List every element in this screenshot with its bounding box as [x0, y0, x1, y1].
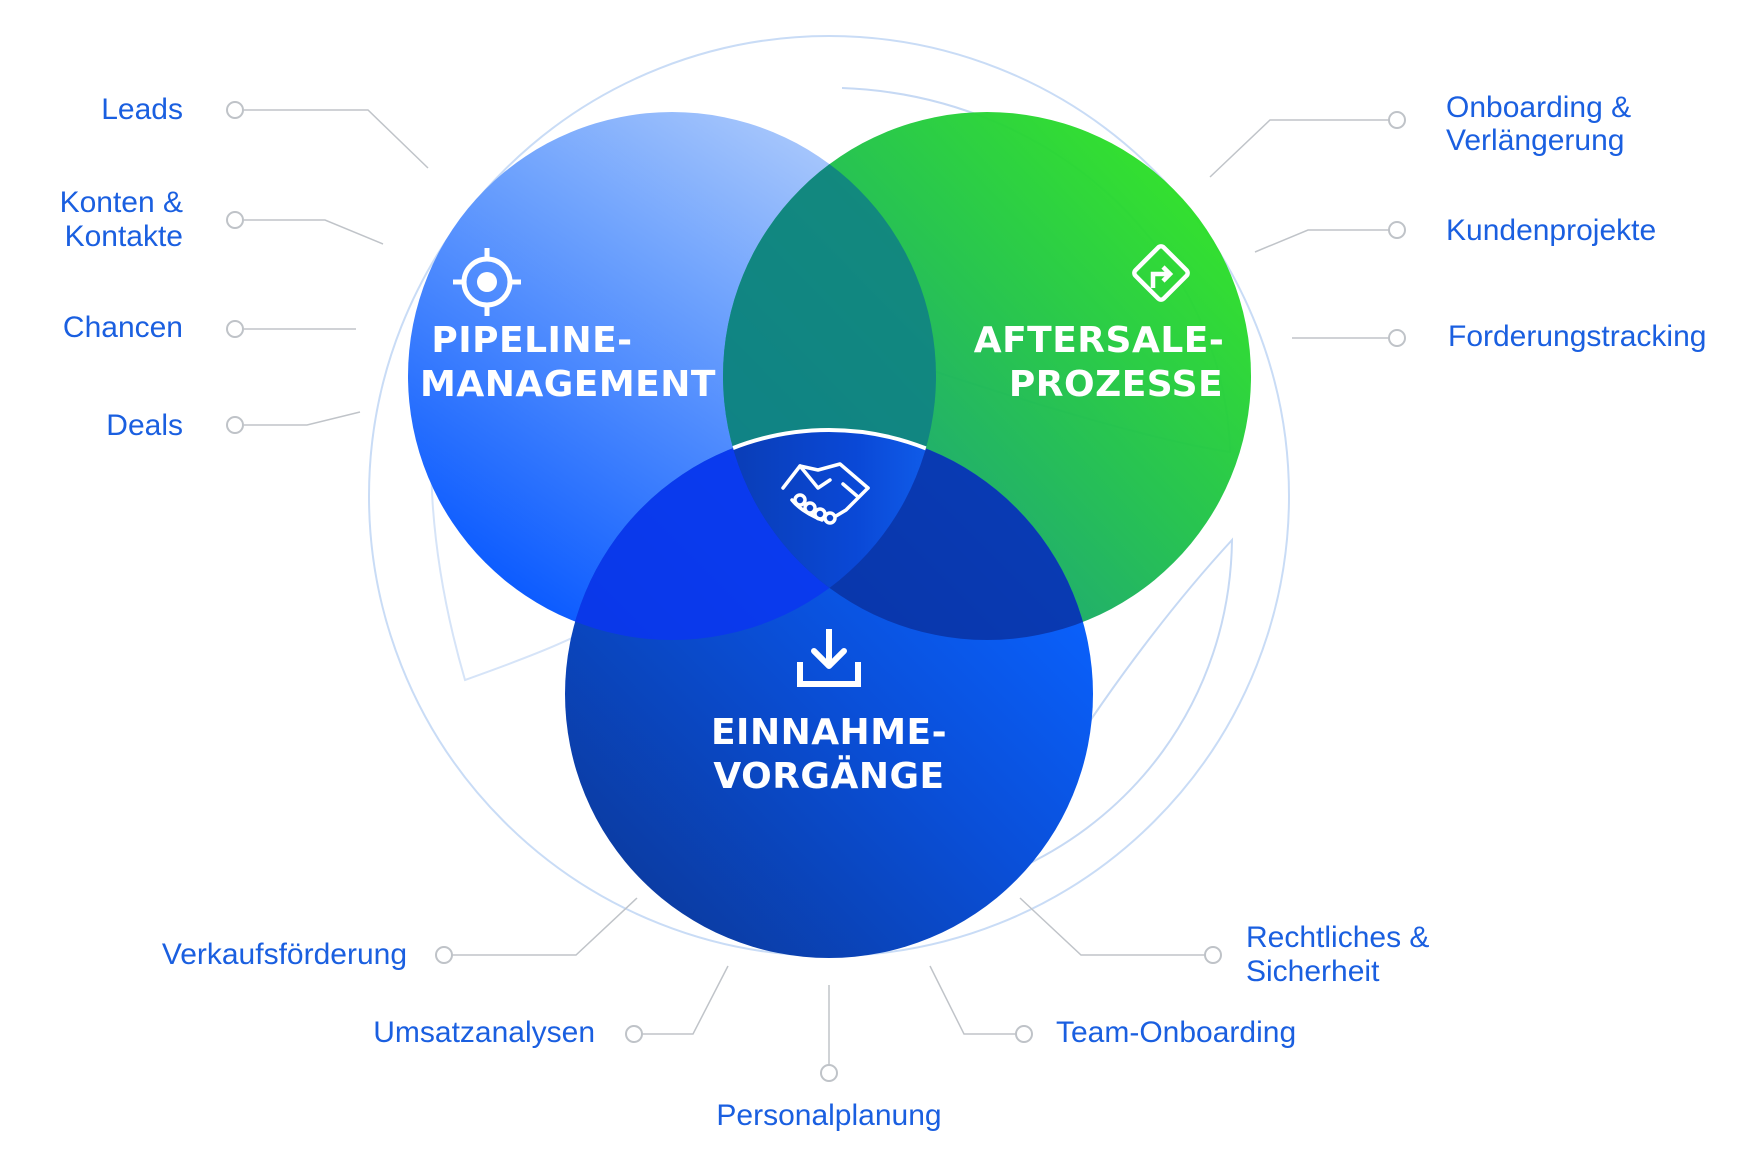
direction-sign-icon [1132, 244, 1190, 302]
venn-circles [408, 112, 1251, 958]
pipeline-title-line2: MANAGEMENT [420, 364, 716, 405]
target-icon [453, 248, 521, 316]
pipeline-title-line1: PIPELINE- [431, 320, 632, 361]
label-personalplanung: Personalplanung [716, 1099, 941, 1132]
label-team-onboarding: Team-Onboarding [1056, 1016, 1296, 1049]
connector-lines [244, 109, 1400, 1070]
label-onboarding-line2: Verlängerung [1446, 124, 1624, 157]
label-umsatzanalysen: Umsatzanalysen [373, 1016, 595, 1049]
download-icon [797, 629, 861, 687]
einnahme-title-line2: VORGÄNGE [713, 755, 944, 797]
handshake-icon [781, 462, 870, 525]
label-verkaufsfoerderung: Verkaufsförderung [162, 938, 407, 971]
center-overlap [723, 428, 936, 640]
label-deals: Deals [106, 409, 183, 442]
label-leads: Leads [101, 93, 183, 126]
connector-dots [226, 101, 1406, 1082]
label-rechtliches-line2: Sicherheit [1246, 955, 1380, 988]
einnahme-title-line1: EINNAHME- [711, 712, 947, 753]
label-rechtliches-line1: Rechtliches & [1246, 921, 1429, 954]
aftersale-title-line2: PROZESSE [1009, 364, 1223, 405]
label-forderungstracking: Forderungstracking [1448, 320, 1706, 353]
label-onboarding-line1: Onboarding & [1446, 91, 1631, 124]
label-kundenprojekte: Kundenprojekte [1446, 214, 1656, 247]
label-konten-line1: Konten & [60, 186, 183, 219]
aftersale-title-line1: AFTERSALE- [974, 320, 1225, 361]
label-chancen: Chancen [63, 311, 183, 344]
label-konten-line2: Kontakte [65, 220, 183, 253]
